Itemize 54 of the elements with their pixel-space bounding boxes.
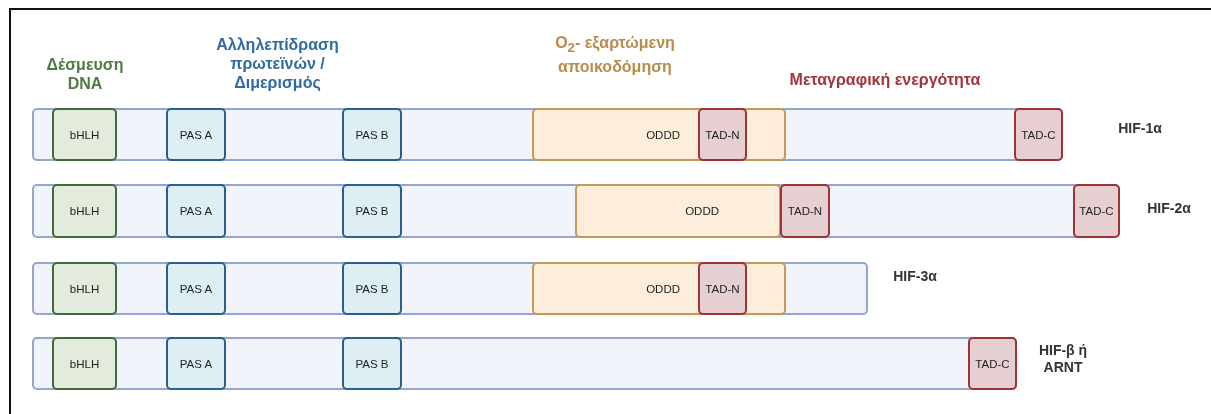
domain-label: bHLH: [69, 357, 100, 370]
domain-block: [968, 337, 1017, 390]
domain-block: [780, 184, 830, 238]
domain-block: [52, 262, 117, 315]
protein-bar: [32, 337, 1017, 390]
domain-block: [698, 108, 747, 161]
domain-label: TAD-N: [787, 205, 823, 217]
function-heading: Μεταγραφική ενεργότητα: [788, 70, 982, 89]
domain-label: PAS B: [355, 357, 389, 370]
domain-label: ODDD: [685, 205, 719, 217]
domain-block: [166, 108, 226, 161]
domain-block: [342, 262, 402, 315]
protein-bar: [32, 184, 1120, 238]
protein-name: HIF-3α: [892, 268, 938, 285]
domain-label: PAS A: [179, 357, 213, 370]
domain-block: [342, 337, 402, 390]
domain-block: [166, 337, 226, 390]
domain-block: [342, 108, 402, 161]
domain-label: bHLH: [69, 282, 100, 295]
domain-block: [698, 262, 747, 315]
domain-block: [52, 108, 117, 161]
domain-block: [532, 262, 786, 315]
domain-block: [1014, 108, 1063, 161]
domain-label: PAS B: [355, 128, 389, 141]
function-heading: O$_{2}$- εξαρτώμενη αποικοδόμηση: [554, 33, 676, 77]
domain-block: [532, 108, 786, 161]
domain-label: PAS A: [179, 128, 213, 141]
protein-name: HIF-1α: [1117, 120, 1163, 137]
protein-bar: [32, 262, 868, 315]
domain-label: PAS A: [179, 282, 213, 295]
domain-block: [342, 184, 402, 238]
domain-label: TAD-N: [705, 128, 740, 141]
domain-label: PAS B: [355, 205, 389, 217]
protein-name: HIF-2α: [1146, 200, 1192, 217]
domain-label: TAD-C: [1079, 205, 1114, 217]
domain-label: bHLH: [69, 128, 100, 141]
protein-bar: [32, 108, 1063, 161]
function-heading: Αλληλεπίδραση πρωτεϊνών / Διμερισμός: [215, 35, 340, 92]
domain-label: bHLH: [69, 205, 100, 217]
domain-block: [52, 184, 117, 238]
domain-block: [52, 337, 117, 390]
domain-label: PAS A: [179, 205, 213, 217]
domain-label: TAD-C: [975, 357, 1010, 370]
function-heading: Δέσμευση DNA: [45, 55, 125, 93]
domain-label: TAD-C: [1021, 128, 1056, 141]
protein-name: HIF-β ή ARNT: [1037, 342, 1089, 376]
domain-label: PAS B: [355, 282, 389, 295]
domain-block: [1073, 184, 1120, 238]
domain-label: ODDD: [646, 282, 680, 295]
domain-label: TAD-N: [705, 282, 740, 295]
domain-block: [166, 184, 226, 238]
domain-block: [166, 262, 226, 315]
domain-block: [575, 184, 781, 238]
domain-label: ODDD: [646, 128, 680, 141]
